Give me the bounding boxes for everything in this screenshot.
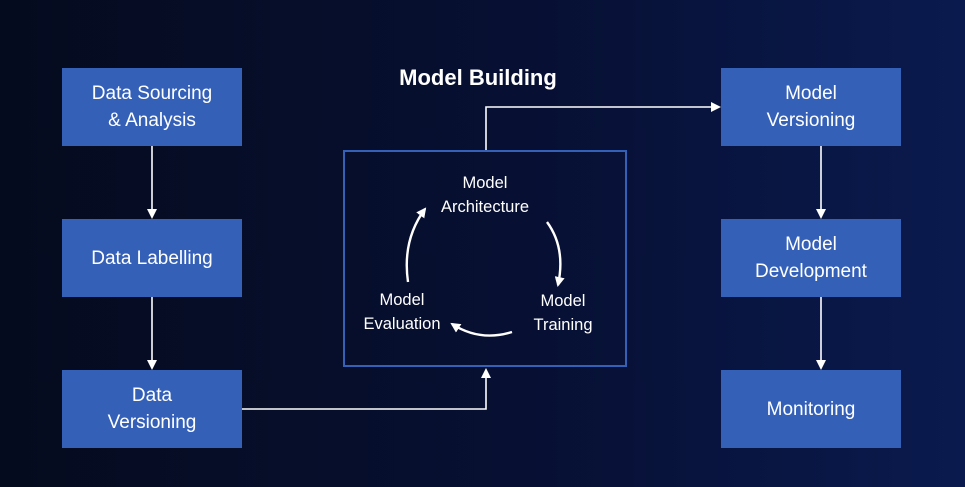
model-building-container <box>343 150 627 367</box>
model-training-label: Model Training <box>513 289 613 337</box>
arrow-data-versioning-to-model-building <box>242 368 491 410</box>
cycle-arrow-training-to-evaluation <box>450 322 513 337</box>
box-label-line2: Versioning <box>107 412 197 433</box>
box-label-line2: Versioning <box>766 110 856 131</box>
cycle-label-line2: Evaluation <box>363 315 441 333</box>
cycle-arrow-evaluation-to-architecture <box>405 207 427 283</box>
cycle-label-line2: Architecture <box>440 198 530 216</box>
cycle-arrow-architecture-to-training <box>546 221 565 287</box>
model-evaluation-label: Model Evaluation <box>350 288 454 336</box>
data-labelling-box: Data Labelling <box>62 219 242 297</box>
box-label-line1: Model <box>785 234 837 255</box>
data-sourcing-analysis-box: Data Sourcing & Analysis <box>62 68 242 146</box>
cycle-label-line2: Training <box>533 316 593 334</box>
box-label-line1: Monitoring <box>766 398 856 420</box>
box-label-line1: Data Labelling <box>91 247 213 269</box>
box-label-line2: Development <box>755 261 867 282</box>
box-label-line1: Data Sourcing <box>91 83 213 104</box>
arrow-model-building-to-model-versioning <box>485 102 721 150</box>
cycle-label-line1: Model <box>462 174 508 192</box>
cycle-label-line1: Model <box>540 292 586 310</box>
cycle-label-line1: Model <box>379 291 425 309</box>
monitoring-box: Monitoring <box>721 370 901 448</box>
box-label-line1: Model <box>785 83 837 104</box>
model-development-box: Model Development <box>721 219 901 297</box>
model-architecture-label: Model Architecture <box>420 171 550 219</box>
box-label-line2: & Analysis <box>108 110 196 131</box>
box-label-line1: Data <box>131 385 173 406</box>
model-building-title: Model Building <box>399 65 557 90</box>
data-versioning-box: Data Versioning <box>62 370 242 448</box>
model-versioning-box: Model Versioning <box>721 68 901 146</box>
